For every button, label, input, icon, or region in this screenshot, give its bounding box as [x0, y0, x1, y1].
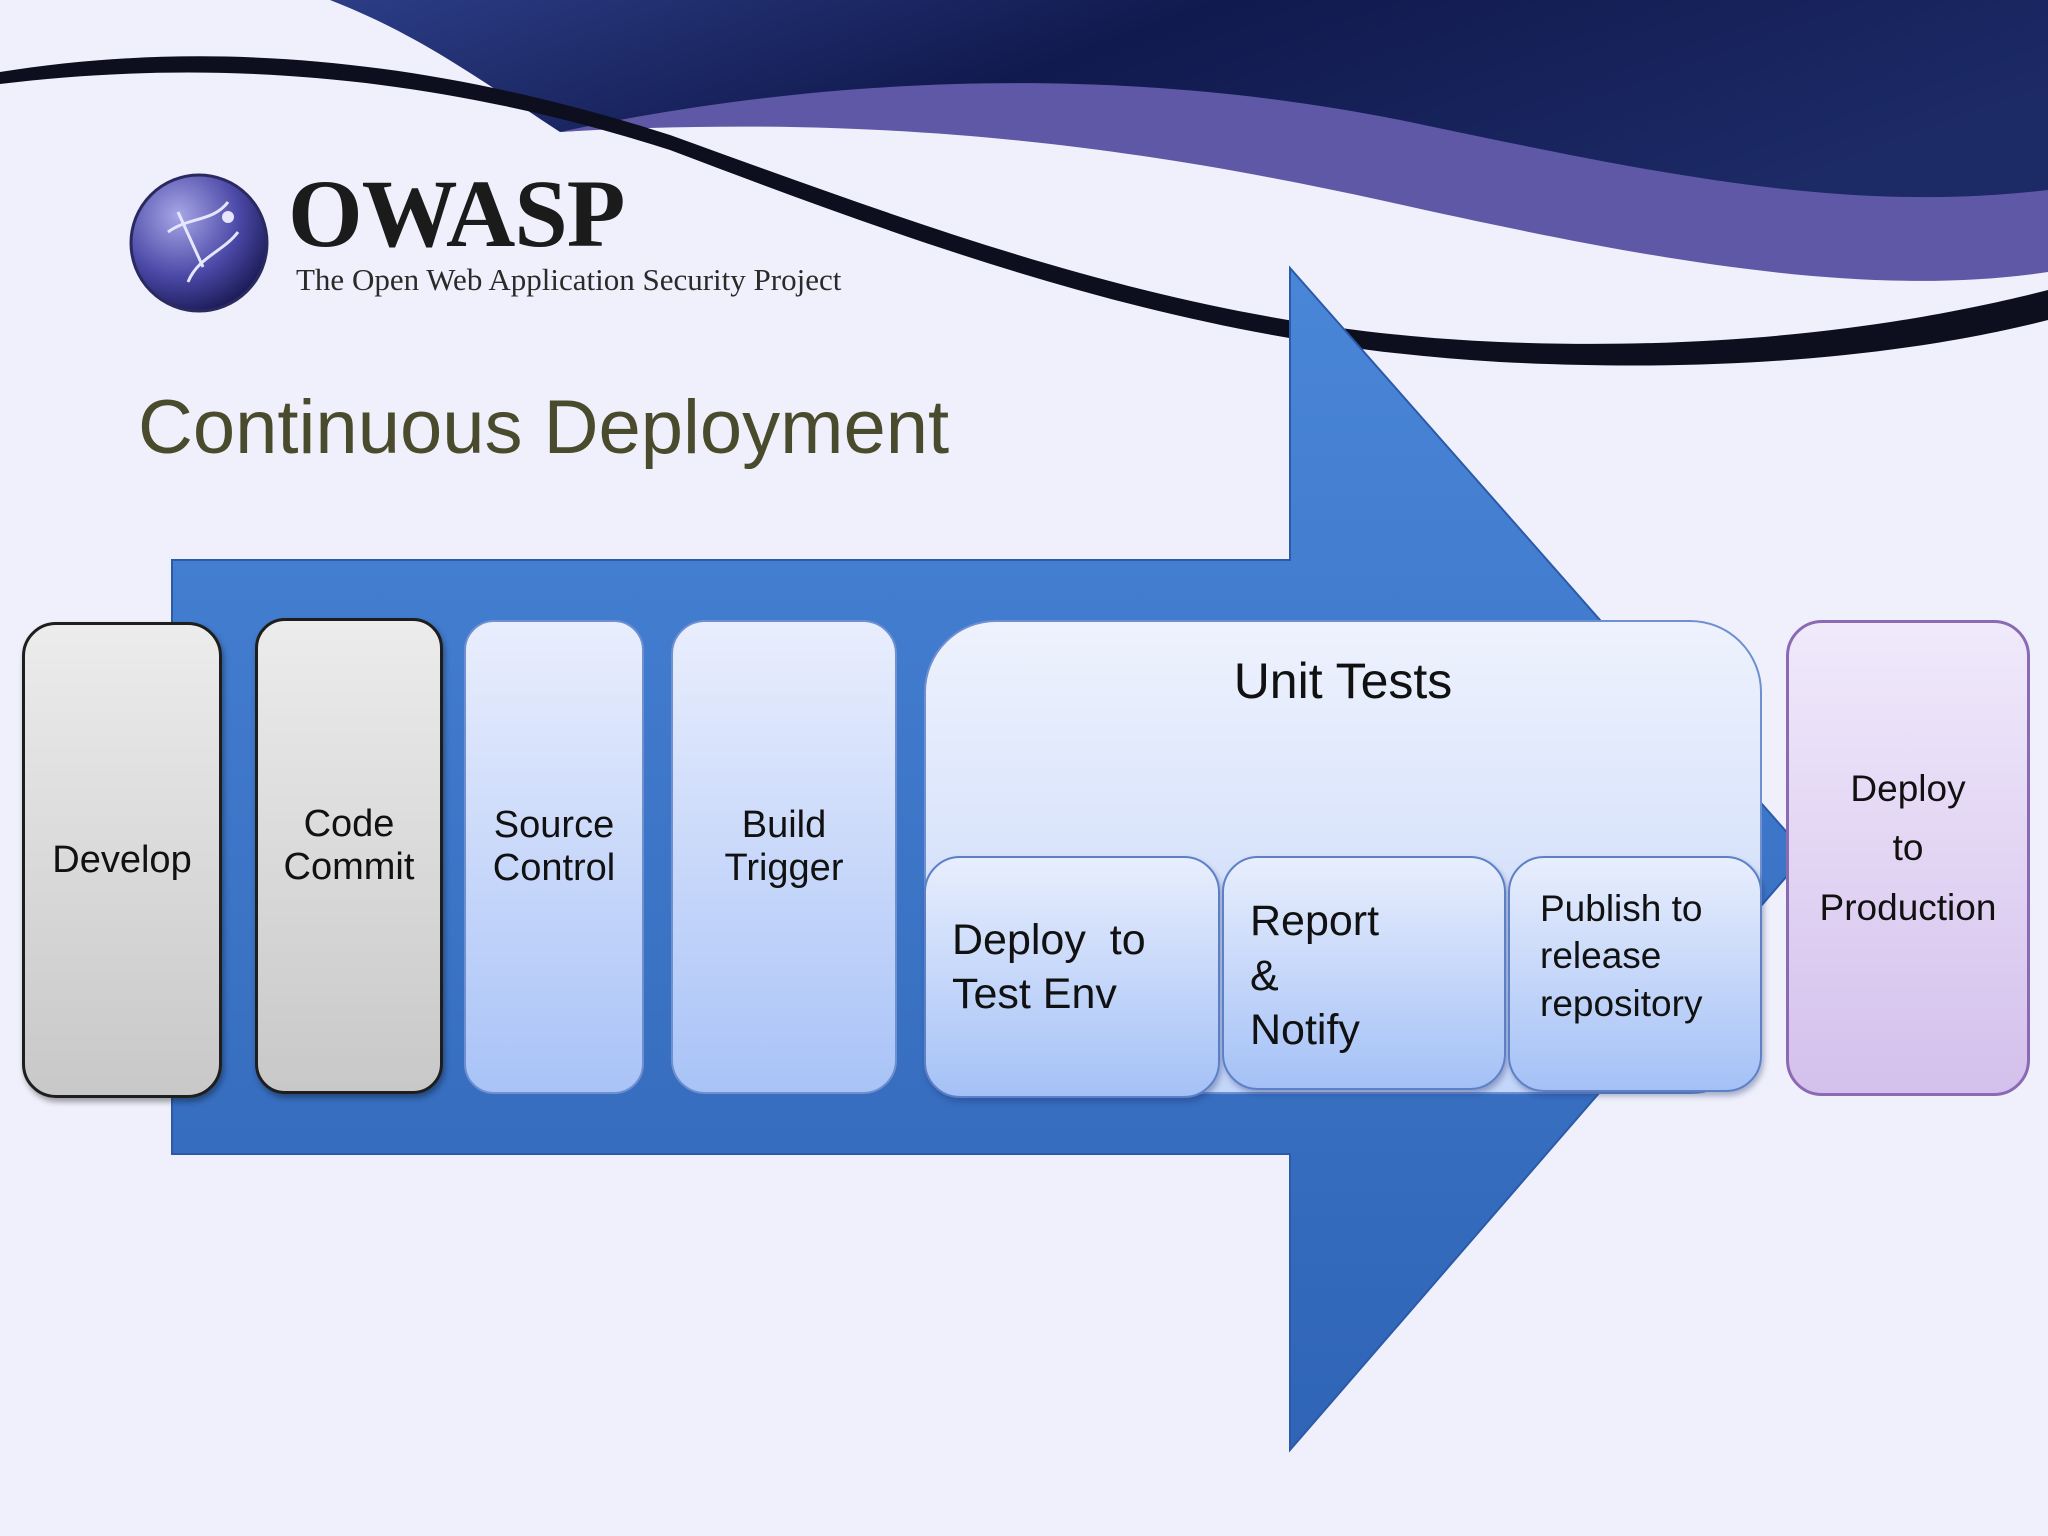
substage-report-notify-line-1: Report — [1250, 897, 1380, 946]
stage-deploy-production-line-2: to — [1892, 827, 1924, 869]
owasp-logo-text: OWASP — [288, 160, 625, 267]
stage-develop: Develop — [22, 622, 222, 1098]
stage-deploy-production: Deploy to Production — [1786, 620, 2030, 1096]
substage-publish-release: Publish to release repository — [1508, 856, 1762, 1092]
substage-publish-line-1: Publish to — [1540, 887, 1703, 929]
substage-report-notify-line-3: Notify — [1250, 1006, 1360, 1055]
substage-publish-line-3: repository — [1540, 982, 1703, 1024]
stage-develop-label: Develop — [52, 838, 192, 881]
slide-title: Continuous Deployment — [138, 385, 950, 470]
stage-code-commit: Code Commit — [255, 618, 443, 1094]
unit-tests-title: Unit Tests — [1233, 653, 1453, 709]
substage-report-notify: Report & Notify — [1222, 856, 1506, 1090]
stage-build-trigger-line-2: Trigger — [724, 847, 844, 889]
substage-deploy-test-env: Deploy to Test Env — [924, 856, 1220, 1098]
substage-deploy-test-line-1: Deploy to — [952, 916, 1146, 965]
stage-deploy-production-line-3: Production — [1819, 886, 1997, 928]
stage-deploy-production-line-1: Deploy — [1850, 768, 1966, 810]
stage-source-control-line-2: Control — [492, 847, 616, 889]
owasp-tagline: The Open Web Application Security Projec… — [296, 262, 842, 297]
stage-build-trigger: Build Trigger — [671, 620, 897, 1094]
substage-report-notify-line-2: & — [1250, 951, 1279, 1000]
stage-build-trigger-line-1: Build — [741, 804, 827, 847]
header-swoosh-purple — [560, 83, 2048, 281]
stage-code-commit-line-1: Code — [303, 803, 395, 846]
stage-code-commit-line-2: Commit — [283, 846, 415, 888]
owasp-globe-icon — [128, 172, 270, 319]
substage-publish-line-2: release — [1540, 935, 1662, 977]
stage-source-control-line-1: Source — [493, 804, 615, 847]
header-swoosh-line — [0, 56, 2048, 366]
substage-deploy-test-line-2: Test Env — [952, 970, 1117, 1018]
stage-source-control: Source Control — [464, 620, 644, 1094]
